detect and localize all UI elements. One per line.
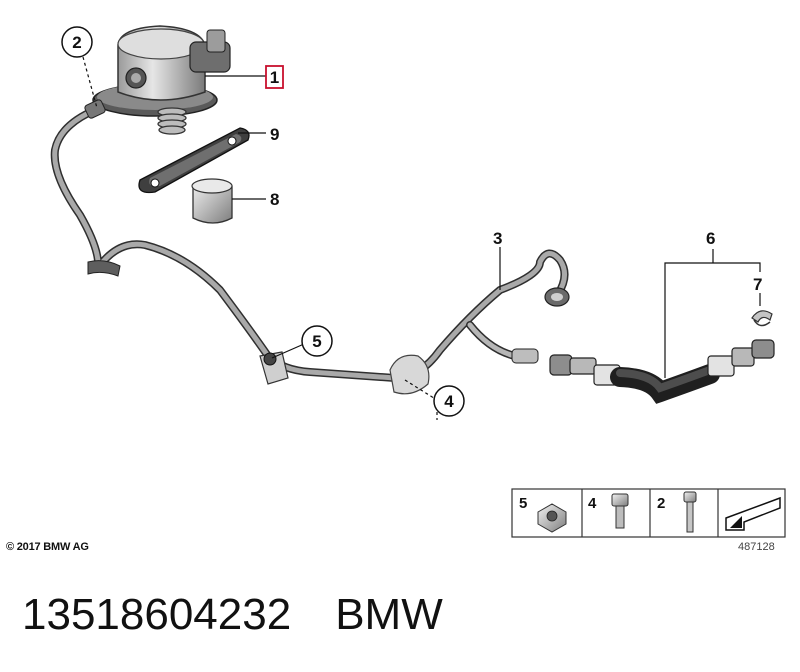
hardware-cell-bolt: 4 <box>588 493 629 529</box>
callout-9: 9 <box>270 125 279 144</box>
callout-5: 5 <box>301 325 333 357</box>
hose-assembly <box>549 339 775 404</box>
high-pressure-pump <box>92 25 231 135</box>
copyright-notice: © 2017 BMW AG <box>6 541 89 553</box>
hardware-panel: 5 4 2 <box>511 488 786 538</box>
line-clip <box>389 354 430 395</box>
svg-text:1: 1 <box>270 68 279 87</box>
svg-text:5: 5 <box>312 332 321 351</box>
hose-clamp <box>751 310 773 327</box>
svg-text:9: 9 <box>270 125 279 144</box>
gasket-ring <box>138 127 250 194</box>
callout-8: 8 <box>270 190 279 209</box>
callout-3: 3 <box>493 229 502 248</box>
svg-text:6: 6 <box>706 229 715 248</box>
callout-6: 6 <box>706 229 715 248</box>
brand-name: BMW <box>335 590 443 639</box>
roller-tappet <box>191 178 233 224</box>
callout-1-highlighted: 1 <box>265 65 284 89</box>
line-fittings <box>84 99 570 364</box>
callout-4: 4 <box>433 385 465 417</box>
hardware-cell-nut: 5 <box>519 495 567 533</box>
line-bracket <box>259 351 289 385</box>
svg-text:2: 2 <box>72 33 81 52</box>
svg-text:3: 3 <box>493 229 502 248</box>
direction-arrow-icon <box>725 496 781 531</box>
leader-lines <box>82 56 761 420</box>
svg-text:4: 4 <box>588 495 597 512</box>
callout-2: 2 <box>61 26 93 58</box>
svg-text:2: 2 <box>657 495 665 512</box>
drawing-number: 487128 <box>738 541 775 553</box>
svg-text:4: 4 <box>444 392 454 411</box>
footer-caption: 13518604232 BMW <box>22 590 443 640</box>
hardware-cell-screw: 2 <box>657 491 697 533</box>
svg-text:5: 5 <box>519 495 527 512</box>
svg-text:8: 8 <box>270 190 279 209</box>
part-number: 13518604232 <box>22 590 292 639</box>
svg-text:7: 7 <box>753 275 762 294</box>
callout-7: 7 <box>753 275 762 294</box>
